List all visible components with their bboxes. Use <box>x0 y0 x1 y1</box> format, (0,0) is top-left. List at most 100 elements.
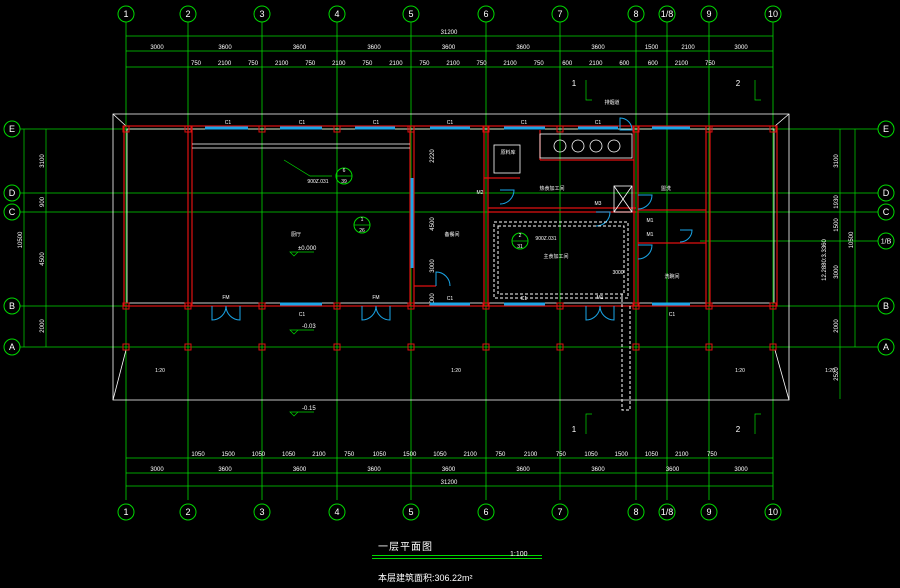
grid-bubble[interactable] <box>402 503 420 521</box>
slope-note: 1:20 <box>155 368 165 374</box>
dimension-text: 3100 <box>834 154 840 168</box>
grid-bubble[interactable] <box>700 5 718 23</box>
dimension-text: 2220 <box>430 149 436 163</box>
column <box>333 343 341 351</box>
dimension-text: 1050 <box>252 452 266 458</box>
grid-bubble[interactable] <box>477 503 495 521</box>
dimension-text: 3600 <box>367 467 381 473</box>
dimension-text: 3000 <box>834 265 840 279</box>
door-tag: M2 <box>477 190 484 196</box>
dimension-text: 1500 <box>834 218 840 232</box>
grid-bubble-label: E <box>883 124 889 134</box>
stair-note: 3000 <box>612 270 623 276</box>
grid-bubble[interactable] <box>3 120 21 138</box>
dimension-text: 3600 <box>218 45 232 51</box>
dimension-text: 1500 <box>645 45 659 51</box>
dimension-text: 2100 <box>589 61 603 67</box>
grid-bubble[interactable] <box>658 503 676 521</box>
grid-bubble[interactable] <box>877 232 895 250</box>
grid-bubble[interactable] <box>253 503 271 521</box>
grid-bubble[interactable] <box>477 5 495 23</box>
dimension-text: 10500 <box>849 231 855 248</box>
columns <box>122 125 777 351</box>
drawing-title: 一层平面图 <box>378 542 433 553</box>
grid-bubble[interactable] <box>551 503 569 521</box>
dimension-text: 31200 <box>441 480 458 486</box>
dimension-text: 2100 <box>275 61 289 67</box>
room-dish-wash: 洗碗间 <box>664 273 679 280</box>
dimension-text: 750 <box>362 61 373 67</box>
room-hot-kitchen: 热食加工间 <box>539 185 564 192</box>
grid-bubble[interactable] <box>700 503 718 521</box>
dimension-text: 750 <box>191 61 202 67</box>
grid-bubble[interactable] <box>764 503 782 521</box>
column <box>482 302 490 310</box>
grid-bubble[interactable] <box>117 5 135 23</box>
grid-bubble[interactable] <box>551 5 569 23</box>
column <box>482 125 490 133</box>
grid-bubble[interactable] <box>179 503 197 521</box>
column <box>407 302 415 310</box>
grid-bubble[interactable] <box>877 184 895 202</box>
grid-bubble[interactable] <box>117 503 135 521</box>
grid-bubble[interactable] <box>877 203 895 221</box>
grid-bubble-label: 1/8 <box>661 507 674 517</box>
window-tags: C1 C1 C1 C1 C1 C1 C1 C1 C1 C1 <box>225 120 676 318</box>
grid-bubble[interactable] <box>328 5 346 23</box>
column <box>122 302 130 310</box>
column <box>122 343 130 351</box>
dimension-text: 750 <box>305 61 316 67</box>
grid-bubble[interactable] <box>627 5 645 23</box>
grid-bubble-label: B <box>9 301 15 311</box>
grid-bubble-label: 1 <box>123 507 128 517</box>
dimension-text: 750 <box>477 61 488 67</box>
dimension-text: 2100 <box>389 61 403 67</box>
window-tag: C1 <box>595 120 602 126</box>
grid-bubble-label: 10 <box>768 9 778 19</box>
door-tag: FM <box>372 295 379 301</box>
grid-bubble[interactable] <box>627 503 645 521</box>
grid-lines <box>20 22 878 500</box>
dimension-text: 3600 <box>442 45 456 51</box>
grid-bubble[interactable] <box>328 503 346 521</box>
room-aisle: 备餐间 <box>444 231 459 238</box>
cold-note: 900Z.031 <box>535 236 556 242</box>
grid-bubble[interactable] <box>253 5 271 23</box>
grid-bubble[interactable] <box>3 184 21 202</box>
grid-bubble-label: 5 <box>408 507 413 517</box>
elevation-markers <box>283 159 332 417</box>
dimension-text: 1930 <box>834 195 840 209</box>
grid-bubble-label: 2 <box>185 9 190 19</box>
grid-bubble[interactable] <box>3 297 21 315</box>
dimension-text: 3600 <box>367 45 381 51</box>
grid-bubble[interactable] <box>179 5 197 23</box>
door-tags: M1 M1 M1 M2 M3 FM FM <box>222 190 653 301</box>
grid-bubble[interactable] <box>877 338 895 356</box>
room-hall: 厨厅 <box>291 232 301 238</box>
grid-bubble[interactable] <box>764 5 782 23</box>
slope-note: 1:20 <box>735 368 745 374</box>
column <box>556 302 564 310</box>
room-cold-kitchen: 主食加工间 <box>543 253 568 260</box>
column <box>482 343 490 351</box>
window-tag: C1 <box>669 312 676 318</box>
grid-bubble-label: 7 <box>557 507 562 517</box>
callout-3-bottom: 31 <box>517 244 523 250</box>
dimension-text: 2000 <box>40 319 46 333</box>
window-tag: C1 <box>225 120 232 126</box>
dimension-text: 1050 <box>191 452 205 458</box>
elevation-hall: ±0.000 <box>298 246 317 252</box>
grid-bubble[interactable] <box>402 5 420 23</box>
dimension-text: 12.2880:3.3360 <box>822 238 828 280</box>
grid-bubble[interactable] <box>877 120 895 138</box>
grid-bubble[interactable] <box>3 203 21 221</box>
grid-bubble[interactable] <box>877 297 895 315</box>
dimension-text: 750 <box>495 452 506 458</box>
slope-notes: 1:20 1:20 1:20 1:20 <box>155 368 835 374</box>
drawing-title-block: 一层平面图 1:100 <box>372 538 542 559</box>
grid-bubble-label: 10 <box>768 507 778 517</box>
section-cut-marks <box>585 80 761 434</box>
grid-bubble[interactable] <box>3 338 21 356</box>
grid-bubble[interactable] <box>658 5 676 23</box>
